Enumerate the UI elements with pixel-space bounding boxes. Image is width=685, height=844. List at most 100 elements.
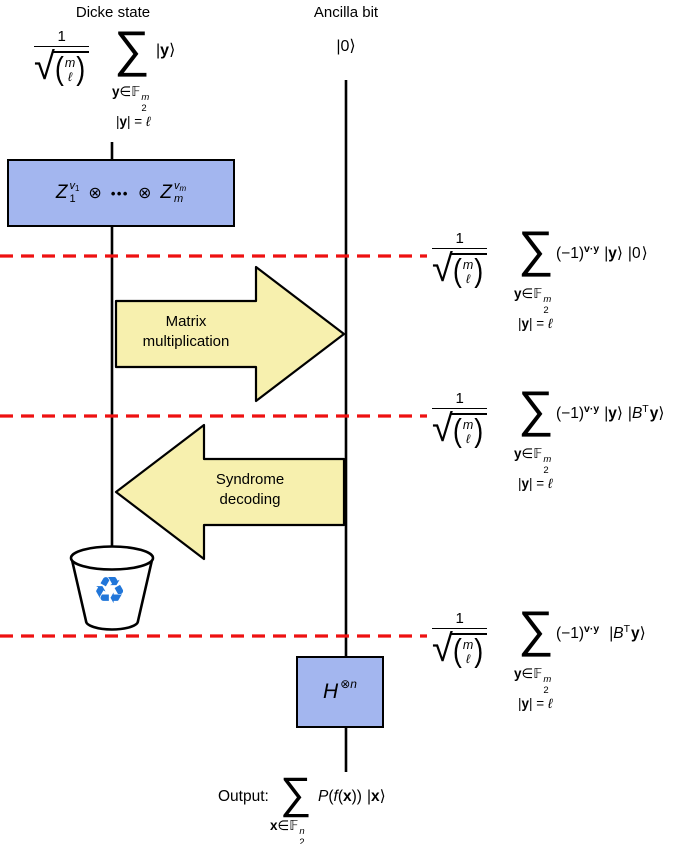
summation-sigma: ∑: [518, 221, 554, 277]
binom-lparen: (: [452, 632, 462, 669]
ket2-close: ⟩: [641, 245, 648, 262]
binom-stack: m ℓ: [462, 418, 474, 447]
state-expression: (−1)v·y|y⟩|BTy⟩: [556, 403, 665, 423]
ket2-var: y: [630, 625, 640, 642]
ancilla-wire-label: Ancilla bit: [313, 4, 379, 21]
hadamard-gate-box: H ⊗n: [296, 656, 384, 728]
zm-sup-v: v: [173, 180, 180, 193]
ket-close: ⟩: [169, 42, 176, 59]
w-eq: | =: [529, 316, 548, 331]
frac-denominator: √ ( m ℓ ): [432, 248, 488, 289]
summation-sigma: ∑: [518, 381, 554, 437]
ket-close: ⟩: [616, 405, 623, 422]
zm-sup-idx: m: [179, 184, 187, 194]
exponent: v·y: [584, 243, 600, 255]
binom-lparen: (: [54, 50, 64, 87]
frac-denominator: √ ( m ℓ ): [34, 46, 90, 87]
ket2-matrix: B: [631, 405, 643, 422]
ket-var: y: [608, 245, 617, 262]
w-bar: |: [518, 316, 522, 331]
zm-indices: vm m: [174, 180, 186, 205]
z-gate-expression: Z v1 1 ⊗ ••• ⊗ Z vm m: [56, 180, 186, 205]
trash-rim: [69, 545, 155, 571]
ket2-close: ⟩: [658, 405, 665, 422]
binom-rparen: ): [474, 412, 484, 449]
binom-stack: m ℓ: [462, 258, 474, 287]
normalization-factor: 1 √ ( m ℓ ): [34, 28, 90, 87]
w-var: y: [521, 696, 530, 711]
ket-data: |y⟩: [604, 245, 623, 262]
dicke-wire-label: Dicke state: [75, 4, 151, 21]
frac-denominator: √ ( m ℓ ): [432, 628, 488, 669]
normalization-factor: 1 √ ( m ℓ ): [432, 230, 488, 289]
element-of: ∈: [277, 818, 290, 833]
trash-can: [69, 545, 155, 631]
binomial: ( m ℓ ): [52, 50, 90, 87]
sqrt-radical: √: [432, 408, 453, 450]
binomial: ( m ℓ ): [450, 632, 488, 669]
element-of: ∈: [521, 286, 534, 301]
frac-numerator: 1: [57, 28, 66, 45]
z1-symbol: Z: [55, 182, 68, 203]
field-symbol: 𝔽: [131, 84, 141, 99]
h-symbol: H: [323, 680, 339, 703]
output-ket: |x⟩: [367, 788, 386, 805]
parens-close: )): [351, 788, 362, 805]
w-eq: | =: [127, 114, 146, 129]
coefficient: (−1): [556, 245, 584, 262]
field-sub: 2: [543, 304, 549, 316]
matrix-multiplication-label: Matrix multiplication: [116, 312, 256, 353]
ket-open: |: [156, 42, 161, 59]
field-symbol: 𝔽: [289, 818, 299, 833]
h-otimes-icon: ⊗: [340, 677, 351, 691]
w-bar: |: [518, 696, 522, 711]
ket2-transpose: T: [623, 623, 630, 635]
binom-top: m: [462, 418, 474, 432]
cond-vector: y: [514, 286, 522, 301]
w-ell: ℓ: [145, 114, 151, 129]
w-var: y: [521, 316, 530, 331]
zm-symbol: Z: [160, 182, 172, 203]
z1-sup-v: v: [69, 180, 75, 193]
output-sigma: ∑: [280, 769, 312, 818]
field-sub: 2: [299, 836, 305, 844]
state-expression: (−1)v·y|BTy⟩: [556, 623, 646, 643]
trash-body: [70, 558, 154, 631]
zm-term: Z vm m: [160, 180, 186, 205]
binom-top: m: [462, 638, 474, 652]
field-sup: m: [543, 454, 552, 465]
z1-sup: v1: [69, 180, 79, 193]
exponent: v·y: [584, 623, 600, 635]
initial-ket-y: |y⟩: [156, 40, 175, 60]
zm-sup: vm: [174, 180, 186, 193]
field-sub: 2: [141, 102, 147, 114]
state-expression: (−1)v·y|y⟩|0⟩: [556, 243, 648, 263]
matrix-label-line2: multiplication: [142, 333, 230, 351]
binom-top: m: [462, 258, 474, 272]
element-of: ∈: [119, 84, 132, 99]
field-symbol: 𝔽: [533, 666, 543, 681]
ket2-transpose: T: [642, 403, 649, 415]
binomial: ( m ℓ ): [450, 252, 488, 289]
paren: (: [328, 788, 334, 805]
element-of: ∈: [521, 666, 534, 681]
ket-close: ⟩: [379, 788, 386, 805]
normalization-factor: 1 √ ( m ℓ ): [432, 390, 488, 450]
ket-var: x: [370, 788, 380, 805]
summation-sigma: ∑: [518, 601, 554, 657]
arg-x: x: [343, 788, 352, 805]
binomial: ( m ℓ ): [450, 412, 488, 449]
z-gate-box: Z v1 1 ⊗ ••• ⊗ Z vm m: [7, 159, 235, 227]
binom-stack: m ℓ: [462, 638, 474, 667]
binom-lparen: (: [452, 412, 462, 449]
binom-lparen: (: [452, 252, 462, 289]
frac-denominator: √ ( m ℓ ): [432, 408, 488, 450]
